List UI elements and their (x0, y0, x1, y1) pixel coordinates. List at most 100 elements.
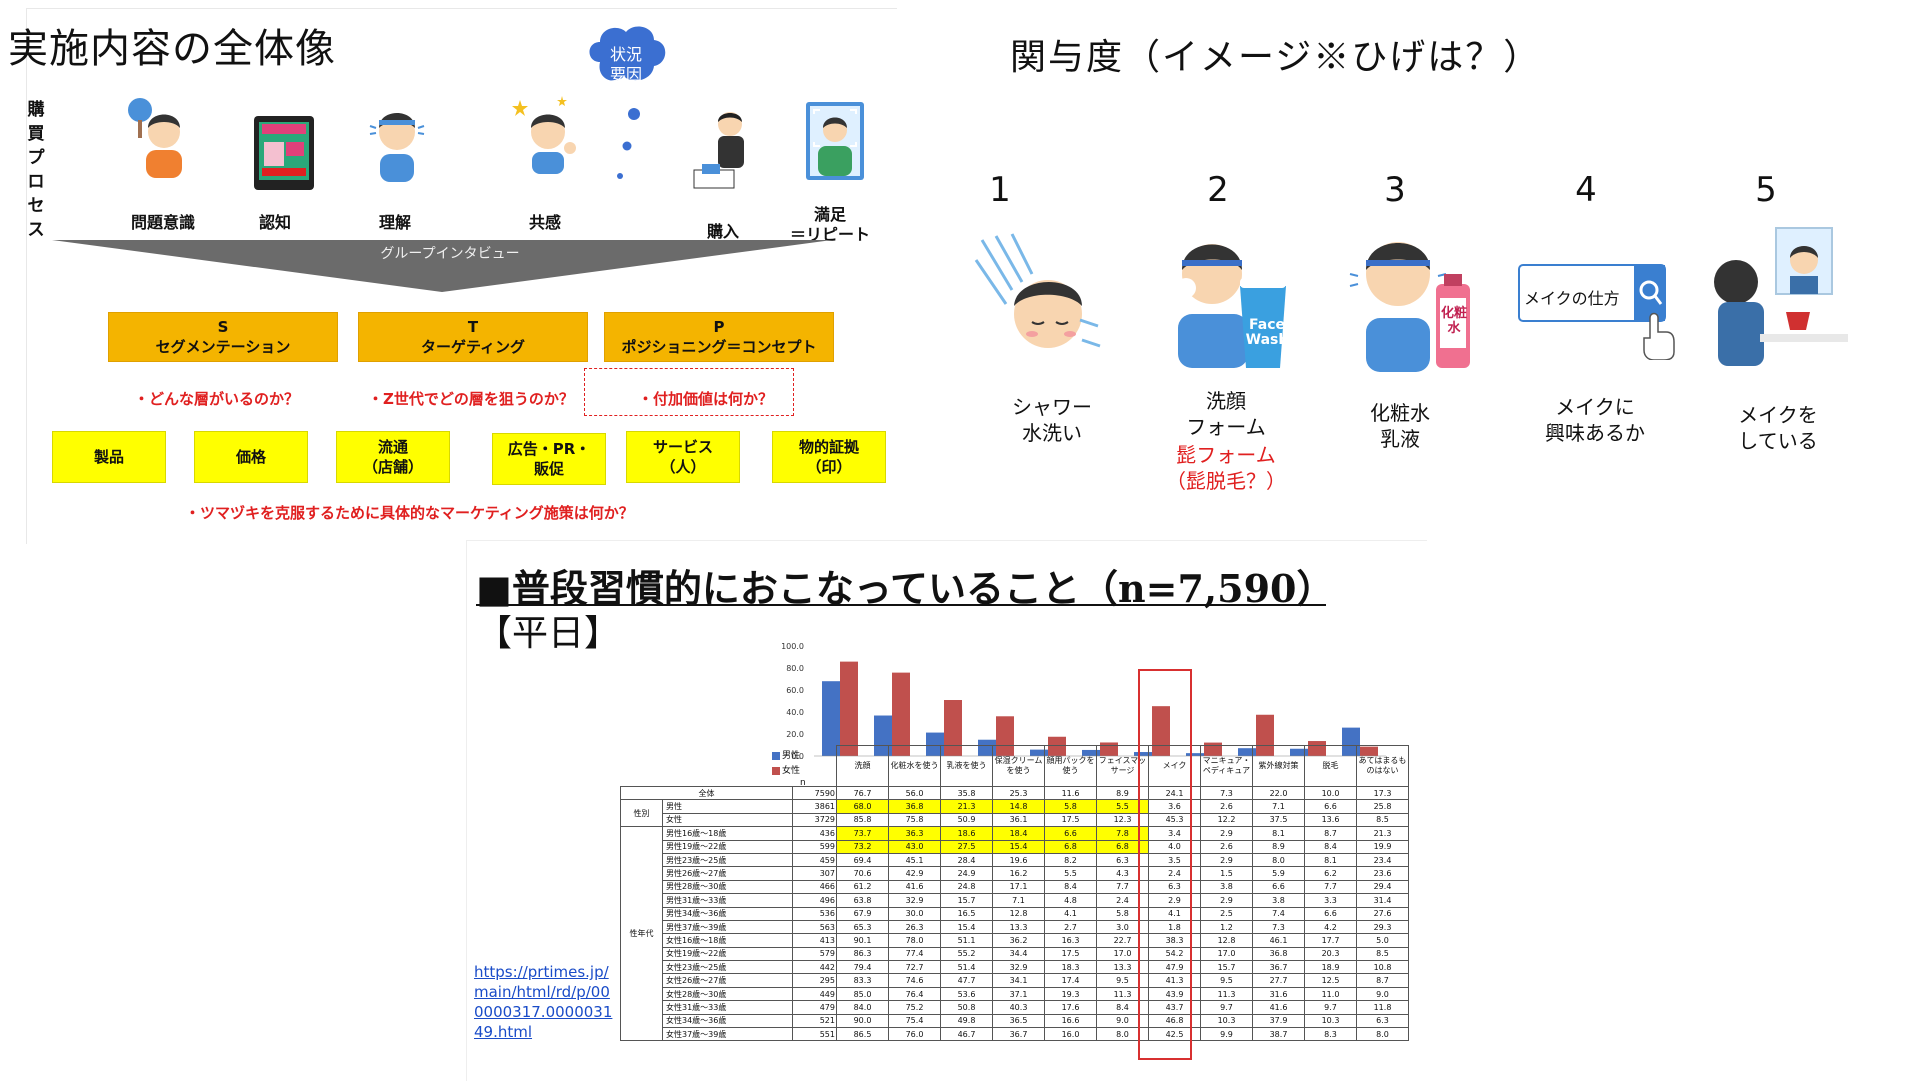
level-5-label: メイクを している (1738, 403, 1818, 453)
table-cell: 50.9 (940, 812, 993, 828)
table-cell: 90.0 (836, 1013, 889, 1029)
table-cell: 21.3 (940, 799, 993, 814)
source-link[interactable]: https://prtimes.jp/main/html/rd/p/000000… (474, 963, 613, 1041)
table-cell: 74.6 (888, 973, 941, 988)
table-cell: 29.4 (1356, 879, 1409, 895)
table-cell: 69.4 (836, 852, 889, 868)
mix-service: サービス （人） (626, 431, 740, 483)
stage-problem-awareness: 問題意識 (130, 213, 195, 232)
row-n: 496 (792, 893, 837, 908)
mix-promotion: 広告・PR・ 販促 (492, 433, 606, 485)
table-cell: 6.6 (1044, 826, 1097, 841)
face-wash-person-icon (1160, 226, 1300, 368)
table-cell: 8.4 (1304, 839, 1357, 854)
table-cell: 10.3 (1200, 1013, 1253, 1029)
bar-female (1152, 706, 1170, 756)
table-cell: 67.9 (836, 906, 889, 921)
row-label: 男性23歳〜25歳 (662, 852, 793, 868)
table-cell: 86.3 (836, 946, 889, 962)
value-question-box (584, 368, 794, 416)
table-cell: 37.9 (1252, 1013, 1305, 1029)
row-n: 599 (792, 839, 837, 854)
table-cell: 6.2 (1304, 866, 1357, 881)
slide1-title: 実施内容の全体像 (8, 26, 336, 72)
table-cell: 36.2 (992, 933, 1045, 948)
table-cell: 76.4 (888, 986, 941, 1002)
table-cell: 24.8 (940, 879, 993, 895)
stage-satisfaction-repeat: 満足 ＝リピート (789, 205, 870, 244)
table-cell: 36.7 (1252, 960, 1305, 975)
table-cell: 6.8 (1096, 839, 1149, 854)
header-blank (663, 746, 793, 787)
stp-t-label: ターゲティング (420, 338, 526, 356)
mix-place: 流通 （店舗） (336, 431, 450, 483)
table-cell: 31.4 (1356, 893, 1409, 908)
stage-understanding: 理解 (378, 213, 411, 232)
row-label: 男性16歳〜18歳 (662, 826, 793, 841)
table-cell: 16.5 (940, 906, 993, 921)
bubble-text-content: 状況 要因 (609, 45, 642, 84)
stp-p-label: ポジショニング＝コンセプト (621, 338, 817, 356)
bubble-text: 状況 要因 (598, 45, 654, 85)
makeup-mirror-icon (1710, 226, 1850, 368)
table-cell: 72.7 (888, 960, 941, 975)
row-n: 466 (792, 879, 837, 895)
table-cell: 27.6 (1356, 906, 1409, 921)
table-cell: 7.8 (1096, 826, 1149, 841)
table-cell: 42.9 (888, 866, 941, 881)
row-n: 459 (792, 852, 837, 868)
group-interview-label: グループインタビュー (380, 246, 520, 262)
table-cell: 5.5 (1096, 799, 1149, 814)
table-cell: 34.1 (992, 973, 1045, 988)
table-cell: 10.0 (1304, 785, 1357, 801)
table-cell: 8.9 (1252, 839, 1305, 854)
table-cell: 17.6 (1044, 1000, 1097, 1015)
table-cell: 17.1 (992, 879, 1045, 895)
table-cell: 46.1 (1252, 933, 1305, 948)
column-header: 脱毛 (1304, 745, 1357, 787)
column-header: マニキュア・ペディキュア (1200, 745, 1253, 787)
table-cell: 32.9 (992, 960, 1045, 975)
purchase-process-label: 購買プロセス (27, 100, 45, 240)
row-n: 3729 (792, 812, 837, 828)
table-cell: 4.8 (1044, 893, 1097, 908)
table-cell: 20.3 (1304, 946, 1357, 962)
row-n: 579 (792, 946, 837, 962)
table-cell: 36.7 (992, 1027, 1045, 1042)
row-label: 男性19歳〜22歳 (662, 839, 793, 854)
level-3-label: 化粧水 乳液 (1370, 401, 1430, 451)
table-cell: 37.5 (1252, 812, 1305, 828)
mix-place-label: 流通 （店舗） (362, 438, 423, 476)
table-cell: 38.7 (1252, 1027, 1305, 1042)
table-cell: 78.0 (888, 933, 941, 948)
stp-targeting: T ターゲティング (358, 312, 588, 362)
table-cell: 18.4 (992, 826, 1045, 841)
stp-positioning: P ポジショニング＝コンセプト (604, 312, 834, 362)
legend-female: 女性 (772, 763, 800, 776)
mix-product-label: 製品 (93, 448, 124, 466)
table-cell: 3.8 (1252, 893, 1305, 908)
slide3-title: ■普段習慣的におこなっていること（n=7,590） (476, 566, 1335, 611)
table-cell: 9.0 (1356, 986, 1409, 1002)
row-label: 女性23歳〜25歳 (662, 960, 793, 975)
table-cell: 9.7 (1200, 1000, 1253, 1015)
table-cell: 23.6 (1356, 866, 1409, 881)
question-segment: ・どんな層がいるのか？ (134, 390, 300, 408)
table-cell: 4.1 (1044, 906, 1097, 921)
table-cell: 42.5 (1148, 1027, 1201, 1042)
table-cell: 27.7 (1252, 973, 1305, 988)
table-cell: 8.0 (1356, 1027, 1409, 1042)
table-cell: 8.0 (1096, 1027, 1149, 1042)
funnel-arrow-icon (52, 240, 832, 292)
level-4-number: 4 (1575, 170, 1597, 210)
table-cell: 21.3 (1356, 826, 1409, 841)
table-header-row: 洗顔化粧水を使う乳液を使う保湿クリームを使う顔用パックを使うフェイスマッサージメ… (621, 745, 1409, 787)
